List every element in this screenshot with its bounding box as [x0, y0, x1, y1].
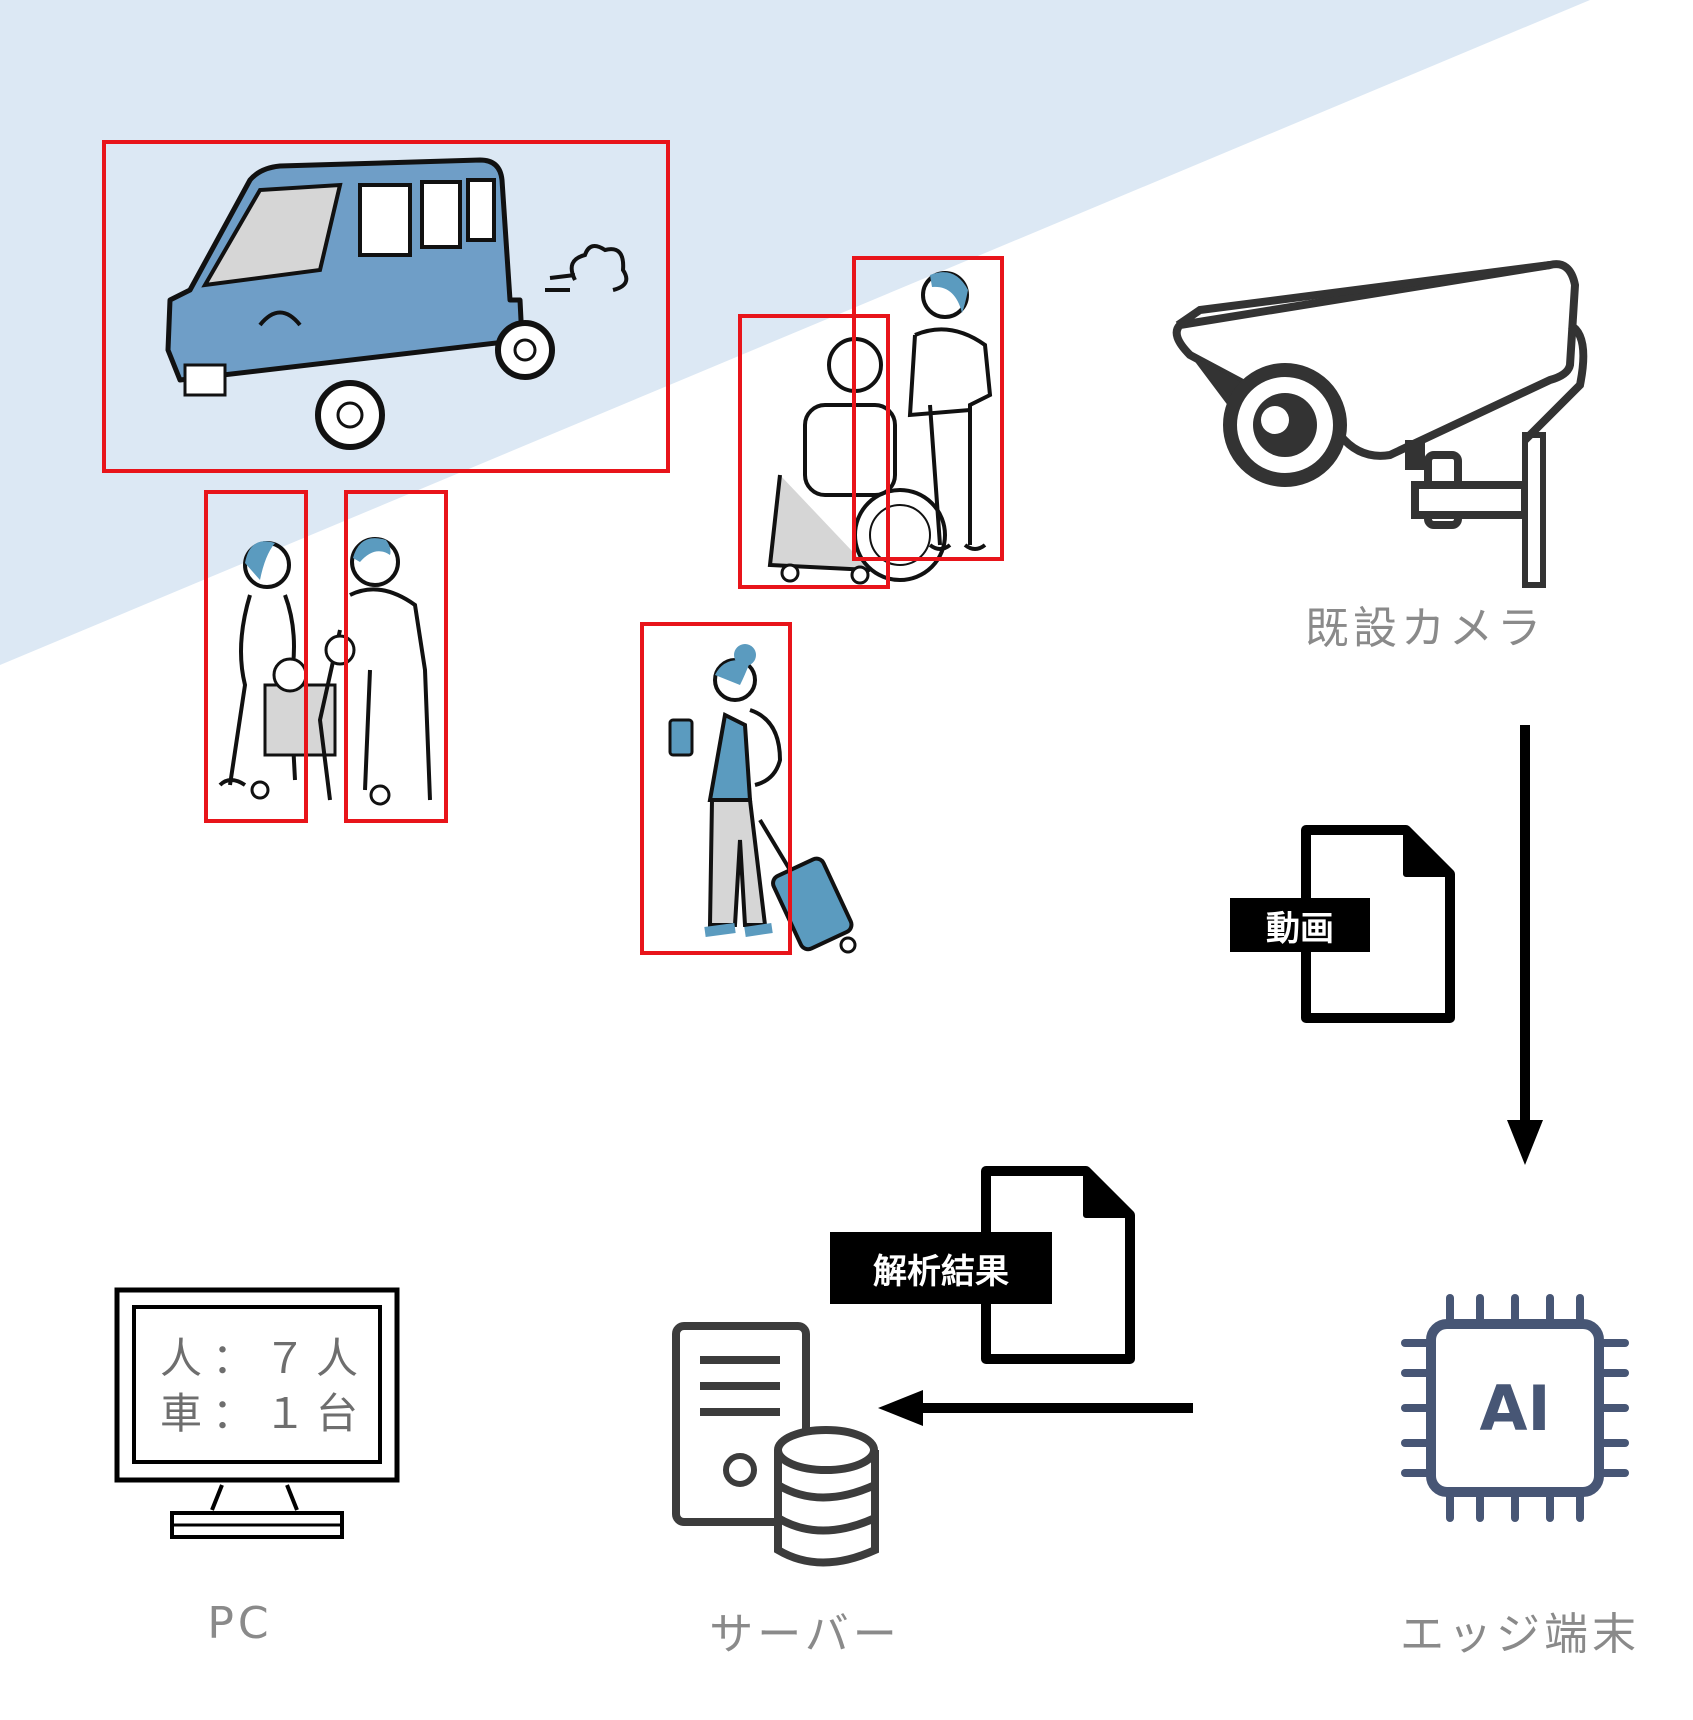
video-file-tag: 動画: [1230, 898, 1370, 952]
man-pushing-stroller-icon: [317, 537, 432, 806]
ai-chip-icon: AI: [1401, 1294, 1629, 1522]
server-label: サーバー: [709, 1609, 901, 1660]
traveler-with-suitcase-icon: [668, 644, 857, 954]
server-database-icon: [672, 1322, 879, 1567]
camera-label: 既設カメラ: [1305, 603, 1545, 654]
pc-screen-people-count: 人：７人: [160, 1334, 369, 1383]
elderly-wheelchair-icon: [767, 337, 947, 585]
detection-box-person: [852, 256, 1004, 561]
arrow-left-icon: [878, 1390, 1193, 1426]
pc-screen-car-count: 車：１台: [160, 1389, 369, 1438]
result-file-tag: 解析結果: [830, 1232, 1052, 1304]
file-icon: [1301, 825, 1455, 1023]
van-icon: [165, 157, 629, 450]
ai-chip-text: AI: [1479, 1372, 1550, 1445]
detection-box-person: [640, 622, 792, 955]
caregiver-icon: [907, 271, 993, 551]
security-camera-icon: [1172, 260, 1588, 588]
detection-box-person: [204, 490, 308, 823]
file-icon: [981, 1166, 1135, 1364]
detection-box-person: [738, 314, 890, 589]
monitor-icon: [114, 1287, 400, 1539]
detection-box-car: [102, 140, 670, 473]
edge-device-label: エッジ端末: [1400, 1609, 1640, 1660]
detection-box-person: [344, 490, 448, 823]
arrow-down-icon: [1507, 725, 1543, 1165]
pc-label: PC: [207, 1598, 273, 1649]
